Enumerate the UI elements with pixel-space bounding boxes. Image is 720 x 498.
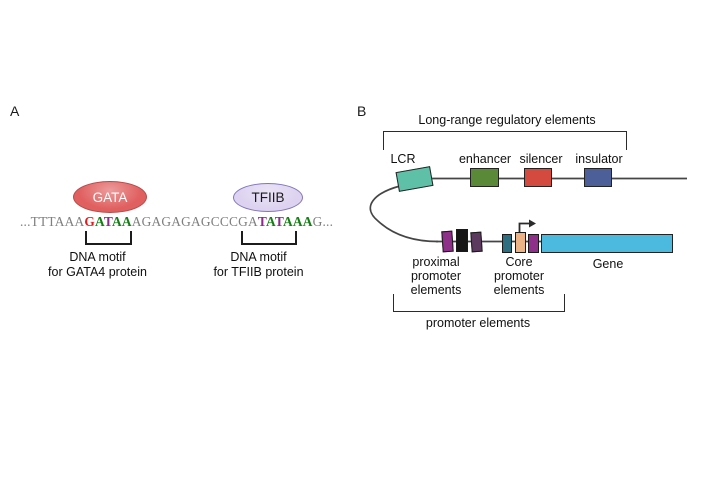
- proximal-promoter-box-3: [470, 231, 483, 253]
- sequence-segment: A: [94, 214, 104, 229]
- sequence-segment: G: [84, 214, 95, 229]
- core-promoter-box-3: [528, 234, 539, 253]
- core-promoter-box-2: [515, 232, 526, 253]
- sequence-segment: ...TTTAAA: [20, 214, 85, 229]
- panel-b-label: B: [357, 103, 367, 119]
- proximal-caption-line2: promoter: [410, 269, 462, 283]
- transcription-start-arrowhead: [529, 219, 536, 228]
- core-promoter-caption: Core promoter elements: [479, 255, 559, 297]
- insulator-box: [584, 168, 612, 187]
- tfiib-protein-label: TFIIB: [251, 190, 285, 205]
- insulator-label: insulator: [575, 152, 623, 166]
- core-caption-line3: elements: [493, 283, 545, 297]
- long-range-bracket: [383, 131, 627, 150]
- enhancer-box: [470, 168, 499, 187]
- proximal-promoter-box-2: [456, 229, 468, 252]
- gene-box: [541, 234, 673, 253]
- lcr-label: LCR: [390, 152, 416, 166]
- sequence-segment: AA: [111, 214, 132, 229]
- core-caption-line1: Core: [505, 255, 533, 269]
- gata-protein-ellipse: GATA: [73, 181, 147, 213]
- tfiib-motif-caption-line1: DNA motif: [230, 250, 287, 264]
- transcription-start-arrow: [518, 222, 530, 233]
- chromatin-loop-curve: [369, 185, 439, 243]
- enhancer-label: enhancer: [458, 152, 512, 166]
- tfiib-motif-bracket: [241, 231, 297, 245]
- gata-motif-caption-line1: DNA motif: [69, 250, 126, 264]
- gene-label: Gene: [592, 257, 624, 271]
- panel-a-label: A: [10, 103, 20, 119]
- proximal-promoter-caption: proximal promoter elements: [396, 255, 476, 297]
- promoter-elements-bracket: [393, 294, 565, 312]
- sequence-segment: AGAGAGAGCCCGA: [131, 214, 258, 229]
- sequence-segment: AAA: [283, 214, 313, 229]
- sequence-segment: G...: [312, 214, 334, 229]
- long-range-bracket-label: Long-range regulatory elements: [418, 113, 596, 127]
- gata-motif-bracket: [85, 231, 132, 245]
- tfiib-motif-caption-line2: for TFIIB protein: [213, 265, 304, 279]
- gata-protein-label: GATA: [92, 189, 128, 205]
- gata-motif-caption-line2: for GATA4 protein: [48, 265, 147, 279]
- dna-sequence: ...TTTAAAGATAAAGAGAGAGCCCGATATAAAG...: [20, 214, 333, 230]
- gata-motif-caption: DNA motif for GATA4 protein: [25, 250, 170, 280]
- sequence-segment: T: [257, 214, 266, 229]
- sequence-segment: T: [274, 214, 284, 229]
- tfiib-motif-caption: DNA motif for TFIIB protein: [186, 250, 331, 280]
- core-caption-line2: promoter: [493, 269, 545, 283]
- silencer-label: silencer: [519, 152, 563, 166]
- sequence-segment: T: [103, 214, 112, 229]
- proximal-promoter-box-1: [441, 230, 454, 253]
- tfiib-protein-ellipse: TFIIB: [233, 183, 303, 212]
- core-promoter-box-1: [502, 234, 512, 253]
- silencer-box: [524, 168, 552, 187]
- proximal-caption-line3: elements: [410, 283, 462, 297]
- promoter-elements-label: promoter elements: [425, 316, 531, 330]
- sequence-segment: A: [265, 214, 275, 229]
- proximal-caption-line1: proximal: [412, 255, 460, 269]
